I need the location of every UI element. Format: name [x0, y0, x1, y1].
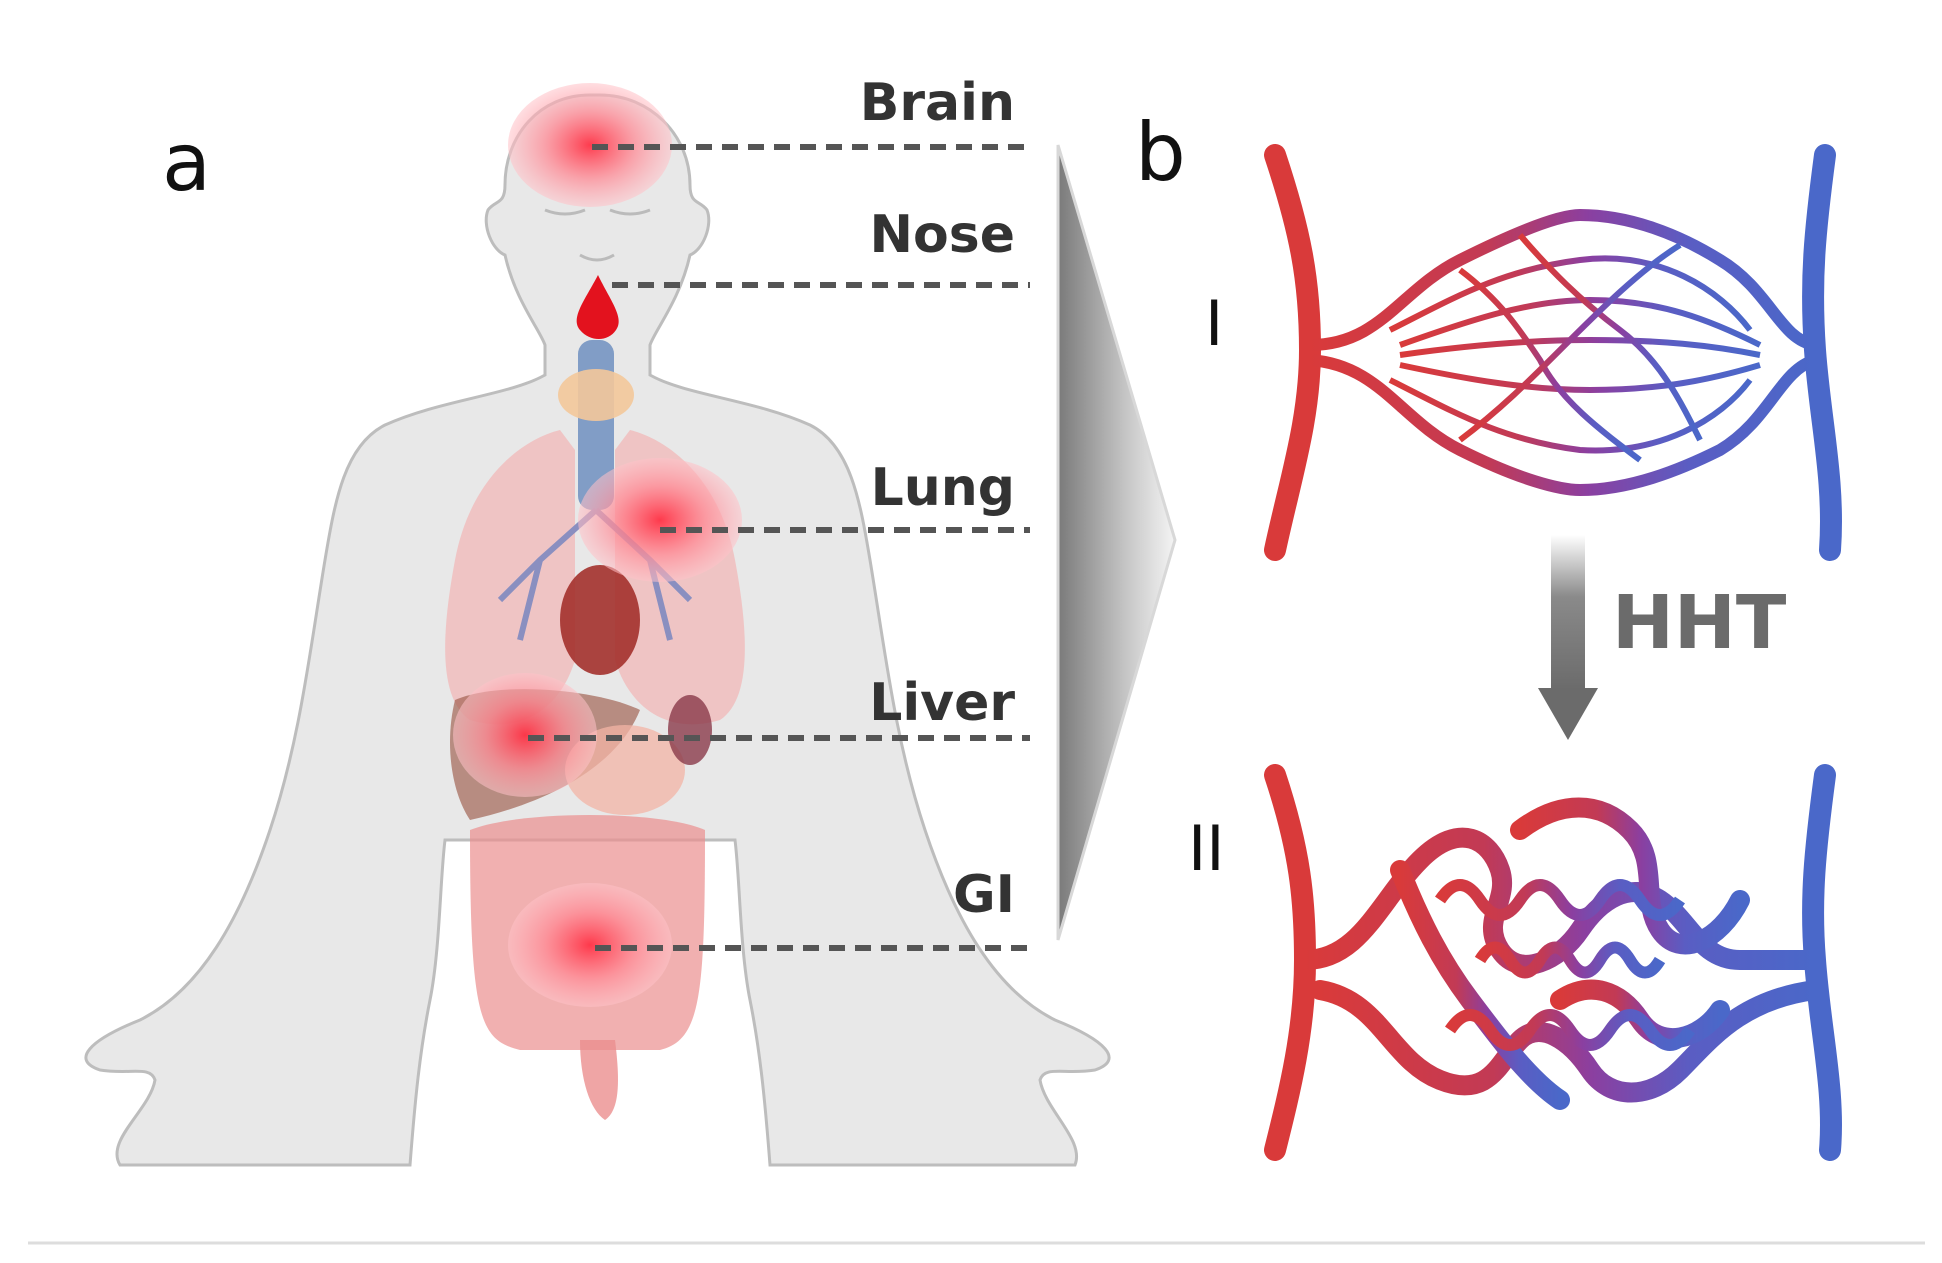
vein-trunk-normal	[1802, 144, 1843, 561]
organ-label-nose: Nose	[870, 205, 1015, 265]
face-eyes	[544, 208, 651, 216]
dilated-vessel	[1390, 860, 1570, 1110]
organ-label-lung: Lung	[871, 458, 1015, 518]
panel-letter-a: a	[162, 116, 211, 209]
bronchi	[497, 507, 693, 641]
capillary	[1399, 362, 1761, 394]
dilated-vessel	[1310, 980, 1825, 1103]
organ-label-liver: Liver	[869, 673, 1015, 733]
capillary-main-lower	[1309, 354, 1818, 497]
brain-lesion	[508, 83, 672, 207]
left-lung	[445, 430, 575, 725]
face-nose	[579, 253, 615, 262]
thyroid	[558, 369, 634, 421]
capillary	[1458, 242, 1682, 443]
artery-trunk-normal	[1264, 144, 1322, 561]
kidney	[668, 695, 712, 765]
nose-blood-drop-icon	[576, 275, 619, 339]
hht-vessel-network: II	[1188, 764, 1843, 1161]
tortuous-capillary	[1435, 879, 1685, 921]
normal-vessel-network: I	[1205, 144, 1843, 561]
hht-arrow-shaft	[1551, 535, 1585, 690]
tortuous-capillary	[1445, 1009, 1695, 1051]
lung-lesion	[578, 458, 742, 582]
state-label-hht: II	[1188, 812, 1225, 885]
heart	[560, 565, 640, 675]
capillary	[1399, 336, 1761, 358]
zoom-arrow-icon	[1056, 144, 1177, 941]
capillary	[1458, 267, 1642, 463]
organ-label-brain: Brain	[860, 73, 1015, 133]
panel-a: a	[84, 73, 1111, 1167]
organ-label-gi: GI	[953, 865, 1015, 925]
capillary	[1517, 233, 1703, 442]
capillary	[1388, 255, 1753, 333]
rectum	[580, 1040, 618, 1120]
hht-label: HHT	[1612, 580, 1787, 666]
liver-lesion	[453, 673, 597, 797]
capillary	[1388, 377, 1753, 454]
capillary-main	[1309, 208, 1817, 351]
dilated-vessel	[1510, 797, 1750, 955]
gi-lesion	[508, 883, 672, 1007]
state-label-normal: I	[1205, 287, 1223, 360]
hht-arrow-head-icon	[1538, 688, 1598, 740]
panel-b: b I HHT	[1135, 106, 1843, 1161]
tortuous-capillary	[1474, 941, 1666, 979]
panel-letter-b: b	[1135, 106, 1186, 199]
capillary	[1398, 296, 1762, 348]
